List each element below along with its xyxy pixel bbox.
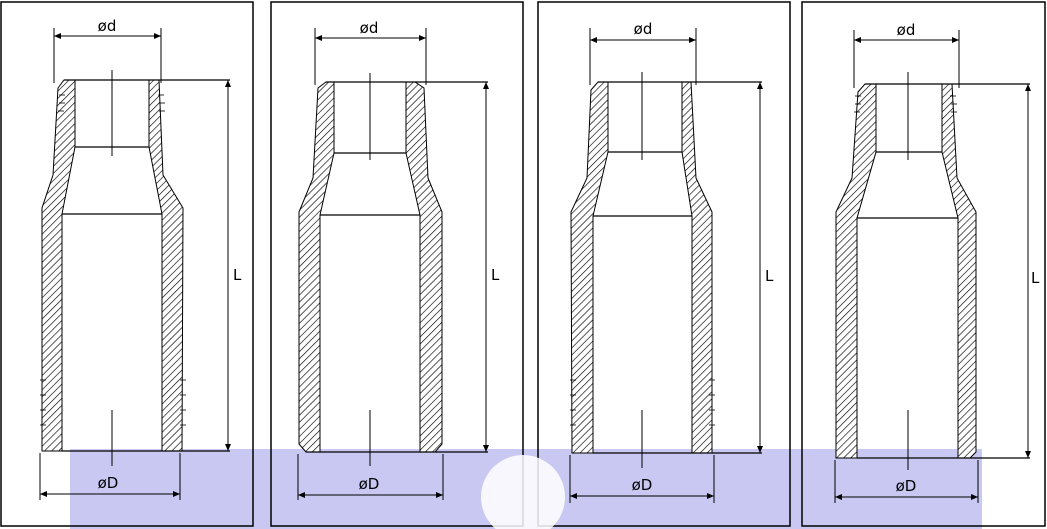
left-wall	[570, 81, 609, 454]
panel-4: ød L øD	[801, 1, 1046, 527]
dia-small-label: ød	[897, 21, 916, 39]
dia-small-label: ød	[98, 17, 117, 35]
length-label: L	[1031, 269, 1040, 287]
right-wall	[148, 79, 184, 452]
dia-large-label: øD	[359, 475, 380, 493]
panel-2: ød L øD	[270, 1, 524, 527]
length-label: L	[491, 266, 500, 284]
panel-3: ød L øD	[537, 1, 791, 527]
dia-large-label: øD	[632, 476, 653, 494]
left-wall	[298, 81, 335, 453]
dia-large-label: øD	[896, 477, 917, 495]
dia-small-label: ød	[634, 20, 653, 38]
length-label: L	[233, 266, 242, 284]
left-wall	[835, 83, 877, 459]
dia-small-label: ød	[360, 19, 379, 37]
dia-large-label: øD	[98, 474, 119, 492]
watermark-circle	[481, 455, 565, 529]
panel-frame	[0, 1, 254, 527]
length-label: L	[765, 267, 774, 285]
panel-frame	[801, 1, 1046, 527]
right-wall	[681, 81, 713, 454]
right-wall	[405, 81, 443, 453]
panel-frame	[270, 1, 524, 527]
panel-1: ød L øD	[0, 1, 254, 527]
right-wall	[941, 83, 977, 459]
left-wall	[41, 79, 76, 452]
panel-frame	[537, 1, 791, 527]
